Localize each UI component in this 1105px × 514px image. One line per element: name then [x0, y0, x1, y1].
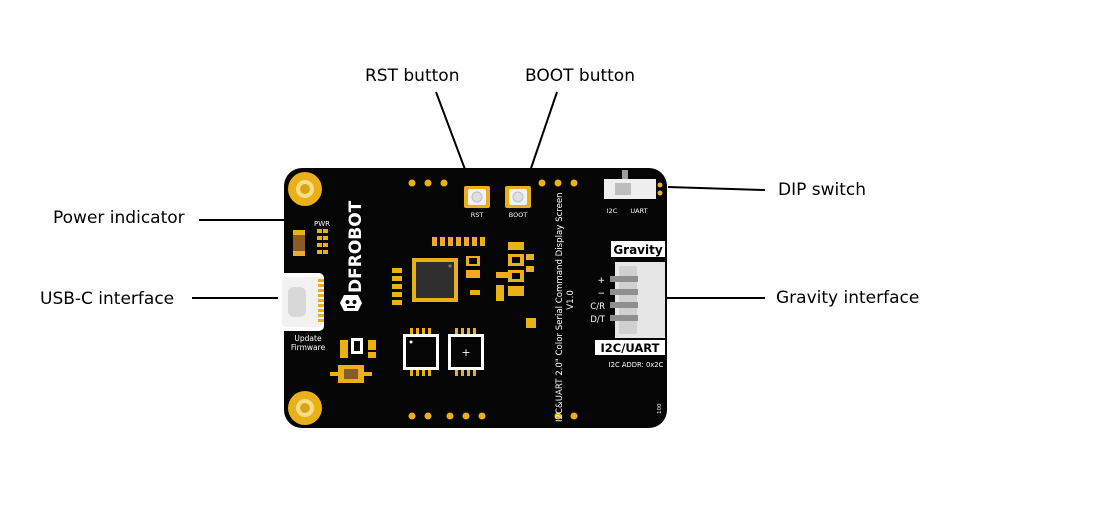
pin-minus-label: −: [597, 289, 605, 299]
pin-dt-label: D/T: [590, 315, 605, 325]
update-firmware-line1: Update: [294, 334, 322, 343]
rst-button-callout: RST button: [365, 66, 459, 86]
update-firmware-line2: Firmware: [291, 343, 326, 352]
robot-logo-icon: [340, 295, 362, 311]
i2c-address-label: I2C ADDR: 0x2C: [609, 361, 664, 369]
gravity-banner-text: Gravity: [613, 243, 663, 257]
i2c-silk-label: I2C: [607, 207, 618, 215]
gravity-interface-callout: Gravity interface: [776, 288, 919, 308]
chip-plus-mark: +: [461, 346, 470, 359]
pin-cr-label: C/R: [590, 302, 605, 312]
i2c-uart-banner-text: I2C/UART: [601, 341, 660, 355]
driver-chip-left: [403, 328, 439, 376]
boot-silk-label: BOOT: [509, 211, 528, 219]
leader-boot: [527, 92, 557, 180]
usb-c-interface-callout: USB-C interface: [40, 289, 174, 309]
dip-switch-callout: DIP switch: [778, 180, 866, 200]
gravity-connector: [610, 262, 665, 338]
board-title-line1: I2C&UART 2.0" Color Serial Command Displ…: [555, 192, 565, 422]
board-title-line2: V1.0: [566, 290, 576, 310]
mounting-hole-top: [288, 172, 322, 206]
pcb-board: RST BOOT I2C UART DFROBOT: [278, 168, 667, 428]
small-code-label: 100: [657, 403, 663, 414]
usb-c-connector: [278, 273, 324, 331]
mcu-chip: [412, 258, 458, 302]
boot-button-part: [505, 186, 531, 208]
uart-silk-label: UART: [630, 207, 647, 215]
pin-plus-label: +: [597, 276, 605, 286]
rst-silk-label: RST: [471, 211, 484, 219]
leader-dip: [668, 187, 765, 190]
mounting-hole-bottom: [288, 391, 322, 425]
brand-logo-text: DFROBOT: [346, 200, 366, 293]
capacitor-part: [293, 230, 305, 256]
power-indicator-callout: Power indicator: [53, 208, 185, 228]
rst-button-part: [464, 186, 490, 208]
boot-button-callout: BOOT button: [525, 66, 635, 86]
pwr-silk-label: PWR: [314, 220, 330, 228]
leader-rst: [436, 92, 469, 180]
